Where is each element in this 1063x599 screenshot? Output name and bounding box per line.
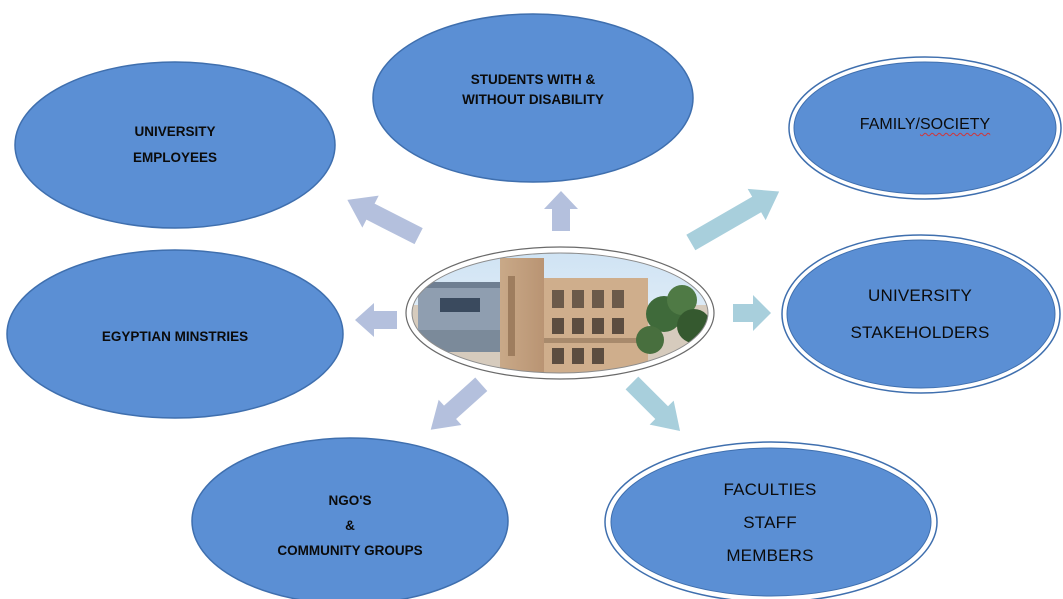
arrow-to-faculties	[625, 376, 681, 432]
faculties-line1: FACULTIES	[723, 479, 817, 499]
arrow-to-family-society	[686, 188, 780, 251]
faculties-line3: MEMBERS	[726, 545, 814, 565]
ellipse-ngos	[191, 437, 509, 599]
ngos-line1: NGO'S	[328, 492, 372, 508]
label-egyptian-ministries: EGYPTIAN MINSTRIES	[50, 320, 300, 354]
label-faculties: FACULTIES STAFF MEMBERS	[690, 467, 850, 577]
ellipse-stakeholders	[781, 234, 1061, 394]
students-line1: STUDENTS WITH &	[470, 72, 596, 87]
faculties-line2: STAFF	[743, 512, 797, 532]
arrow-to-university-employees	[347, 195, 423, 245]
label-stakeholders: UNIVERSITY STAKEHOLDERS	[815, 276, 1025, 352]
university-employees-line1: UNIVERSITY	[134, 124, 216, 139]
ellipse-faculties	[604, 441, 938, 599]
stakeholders-line2: STAKEHOLDERS	[850, 323, 990, 342]
students-line2: WITHOUT DISABILITY	[462, 92, 604, 107]
ngos-line3: COMMUNITY GROUPS	[277, 542, 423, 558]
ellipse-students	[372, 13, 694, 183]
ngos-line2: &	[345, 517, 355, 533]
arrow-to-students	[544, 191, 578, 231]
label-students: STUDENTS WITH & WITHOUT DISABILITY	[428, 50, 638, 130]
arrow-to-stakeholders	[733, 295, 771, 331]
university-employees-line2: EMPLOYEES	[132, 150, 218, 165]
family-society-part2: SOCIETY	[919, 116, 991, 133]
ellipse-university-employees	[14, 61, 336, 229]
egyptian-ministries-line1: EGYPTIAN MINSTRIES	[101, 329, 249, 344]
family-society-part1: FAMILY/	[859, 116, 920, 133]
center-building-photo	[405, 246, 715, 380]
ellipse-family-society	[788, 56, 1062, 200]
label-ngos: NGO'S & COMMUNITY GROUPS	[250, 480, 450, 570]
ellipse-egyptian-ministries	[6, 249, 344, 419]
arrow-to-egyptian-ministries	[355, 303, 397, 337]
label-university-employees: UNIVERSITY EMPLOYEES	[85, 100, 265, 190]
label-family-society: FAMILY/ SOCIETY	[820, 108, 1030, 142]
arrow-to-ngos	[430, 377, 488, 430]
stakeholders-line1: UNIVERSITY	[867, 286, 973, 305]
